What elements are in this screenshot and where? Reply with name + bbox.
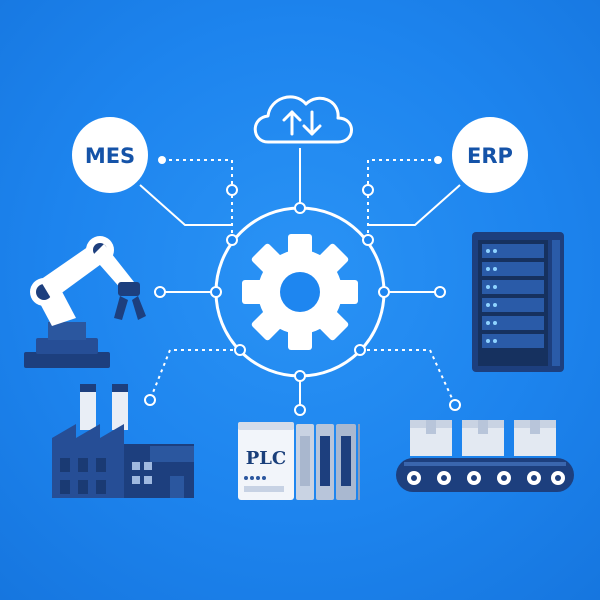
connection-nodes: [144, 184, 461, 416]
node-dot-solid: [434, 156, 442, 164]
node-dot: [449, 399, 461, 411]
download-arrow-icon: [302, 110, 322, 136]
node-dot: [378, 286, 390, 298]
node-dot: [294, 370, 306, 382]
upload-arrow-icon: [282, 110, 302, 136]
package-box-icon: [514, 420, 556, 456]
node-dot: [434, 286, 446, 298]
node-dot: [294, 404, 306, 416]
line-to-erp-solid: [368, 184, 461, 226]
line-to-mes-dotted: [162, 159, 233, 240]
node-dot: [154, 286, 166, 298]
node-dot: [362, 234, 374, 246]
line-to-factory-dotted: [149, 349, 240, 401]
package-box-icon: [462, 420, 504, 456]
mes-node: MES: [72, 117, 148, 193]
node-dot: [354, 344, 366, 356]
plc-label: PLC: [246, 448, 287, 469]
factory-icon: [52, 384, 194, 498]
server-rack-icon: [472, 232, 564, 372]
node-dot-solid: [158, 156, 166, 164]
cloud-sync-icon: [253, 95, 353, 144]
line-to-erp-dotted: [367, 159, 438, 240]
node-dot: [210, 286, 222, 298]
line-to-conveyor-dotted: [360, 349, 456, 406]
package-box-icon: [410, 420, 452, 456]
mes-label: MES: [85, 144, 135, 168]
node-dot: [362, 184, 374, 196]
node-dot: [294, 202, 306, 214]
line-to-mes-solid: [139, 184, 232, 226]
erp-label: ERP: [467, 144, 513, 168]
conveyor-belt-icon: [396, 420, 574, 492]
node-dot: [226, 184, 238, 196]
node-dot: [226, 234, 238, 246]
node-dot: [234, 344, 246, 356]
robot-arm-icon: [24, 236, 146, 368]
node-dot: [144, 394, 156, 406]
plc-controller-icon: PLC: [238, 422, 360, 500]
erp-node: ERP: [452, 117, 528, 193]
gear-icon: [242, 234, 358, 350]
